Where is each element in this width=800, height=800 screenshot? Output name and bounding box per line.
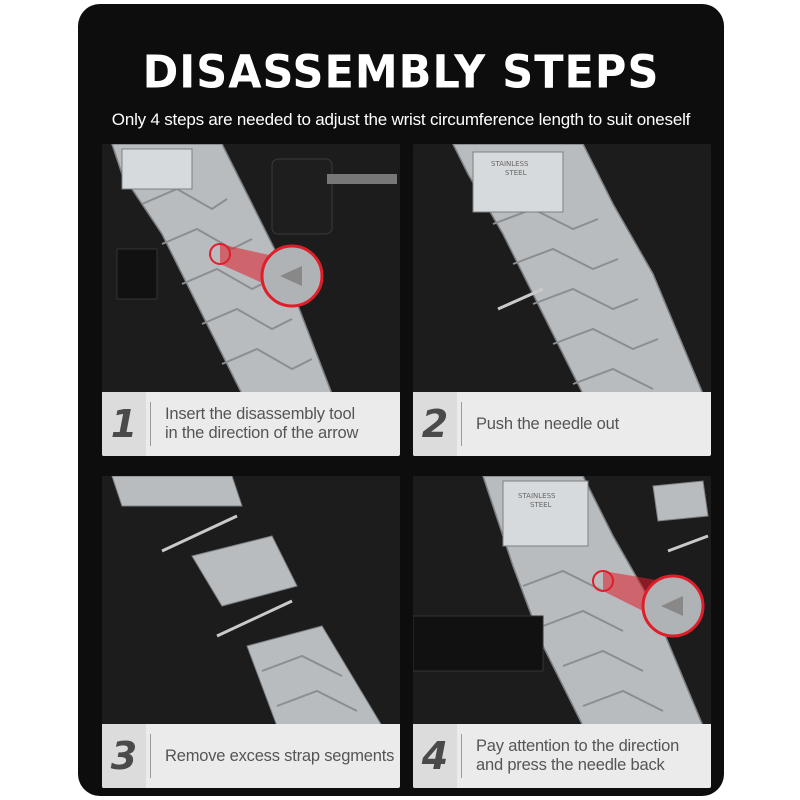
step-panel-3: 3 Remove excess strap segments xyxy=(102,476,400,788)
clasp-label-1b: STEEL xyxy=(505,169,527,177)
step-3-number: 3 xyxy=(102,724,146,788)
step-3-line1: Remove excess strap segments xyxy=(165,746,395,765)
step-1-line1: Insert the disassembly tool xyxy=(165,405,355,423)
infographic-frame: DISASSEMBLY STEPS Only 4 steps are neede… xyxy=(78,4,724,796)
step-panel-2: STAINLESS STEEL 2 Push the needle out xyxy=(413,144,711,456)
pin-1 xyxy=(161,514,238,553)
step-4-line2: and press the needle back xyxy=(476,756,665,774)
step-3-text: Remove excess strap segments xyxy=(151,747,394,766)
step-4-text: Pay attention to the direction and press… xyxy=(462,737,679,775)
caption-divider xyxy=(150,734,151,778)
step-2-number: 2 xyxy=(413,392,457,456)
step-4-number: 4 xyxy=(413,724,457,788)
page-title: DISASSEMBLY STEPS xyxy=(142,46,660,100)
clasp-label-2b: STEEL xyxy=(530,501,552,509)
step-2-caption: 2 Push the needle out xyxy=(413,392,711,456)
step-2-line1: Push the needle out xyxy=(476,414,619,433)
caption-divider xyxy=(461,402,462,446)
step-1-text: Insert the disassembly tool in the direc… xyxy=(151,405,358,443)
step-panel-4: STAINLESS STEEL 4 Pay attention to the d… xyxy=(413,476,711,788)
step-4-caption: 4 Pay attention to the direction and pre… xyxy=(413,724,711,788)
step-panel-1: 1 Insert the disassembly tool in the dir… xyxy=(102,144,400,456)
step-3-photo xyxy=(102,476,400,726)
clasp-label-2a: STAINLESS xyxy=(518,492,556,500)
step-2-photo: STAINLESS STEEL xyxy=(413,144,711,394)
step-3-caption: 3 Remove excess strap segments xyxy=(102,724,400,788)
step-1-number: 1 xyxy=(102,392,146,456)
step-2-text: Push the needle out xyxy=(462,415,619,434)
step-1-line2: in the direction of the arrow xyxy=(165,424,359,442)
step-4-line1: Pay attention to the direction xyxy=(476,737,680,755)
caption-divider xyxy=(461,734,462,778)
step-1-caption: 1 Insert the disassembly tool in the dir… xyxy=(102,392,400,456)
page-subtitle: Only 4 steps are needed to adjust the wr… xyxy=(111,110,691,129)
needle xyxy=(497,287,544,311)
caption-divider xyxy=(150,402,151,446)
step-4-photo: STAINLESS STEEL xyxy=(413,476,711,726)
step-1-photo xyxy=(102,144,400,394)
clasp-label-1a: STAINLESS xyxy=(491,160,529,168)
pin-2 xyxy=(216,599,293,638)
